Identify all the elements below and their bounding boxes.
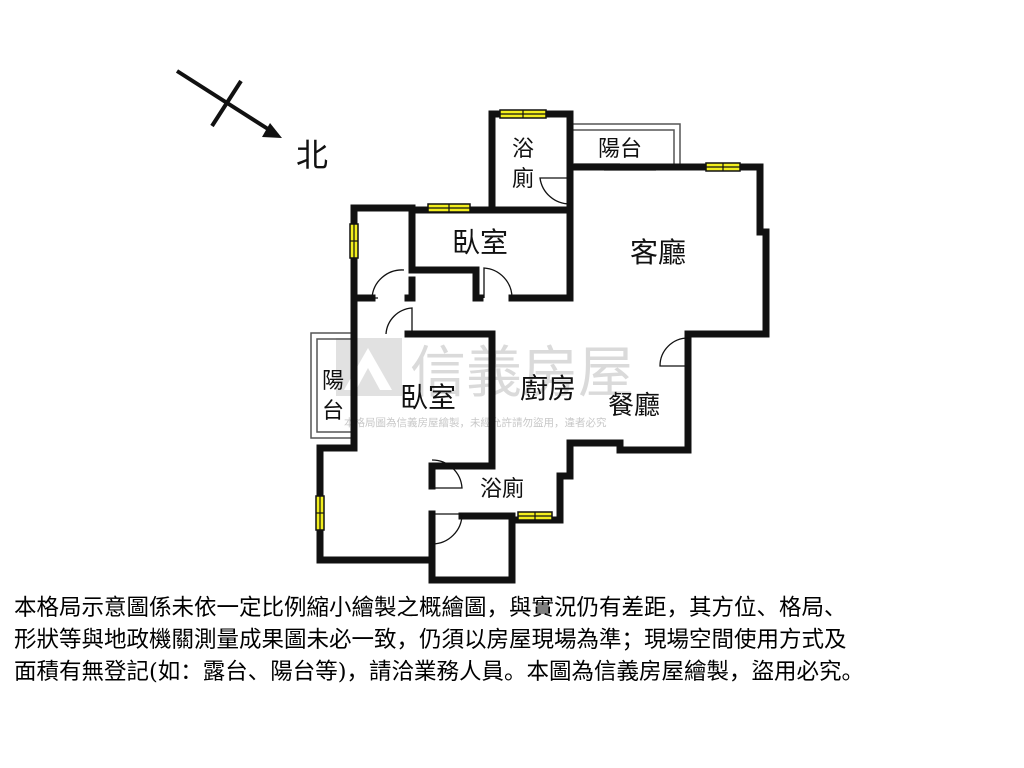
disclaimer-line: 面積有無登記(如：露台、陽台等)，請洽業務人員。本圖為信義房屋繪製，盜用必究。 xyxy=(14,659,865,685)
compass-north-label: 北 xyxy=(296,136,328,174)
door-bedroom-upper xyxy=(483,267,513,299)
room-label-dining: 餐廳 xyxy=(608,391,660,421)
room-label-balcony-top: 陽台 xyxy=(598,137,642,162)
compass-arrow-shaft xyxy=(175,69,270,131)
disclaimer: 本格局示意圖係未依一定比例縮小繪製之概繪圖，與實況仍有差距，其方位、格局、 形狀… xyxy=(14,592,1014,688)
doors xyxy=(371,177,689,545)
room-label-balcony-left-1: 陽 xyxy=(322,369,344,394)
corridor-wall-2 xyxy=(404,276,416,302)
compass-arrow-head xyxy=(262,123,282,138)
watermark-notice: 本格局圖為信義房屋繪製，未經允許請勿盜用，違者必究 xyxy=(344,416,607,429)
room-label-bath-top-2: 廁 xyxy=(512,167,534,192)
window-sashes xyxy=(316,110,740,530)
door-bath-bottom-2 xyxy=(431,513,463,545)
room-label-bath-bottom: 浴廁 xyxy=(480,477,524,502)
disclaimer-line: 本格局示意圖係未依一定比例縮小繪製之概繪圖，與實況仍有差距，其方位、格局、 xyxy=(14,595,847,621)
room-label-bedroom-upper: 臥室 xyxy=(452,226,508,259)
door-bath-top xyxy=(539,177,571,205)
compass: 北 xyxy=(175,69,328,174)
room-labels: 浴 廁 陽台 臥室 客廳 陽 台 臥室 廚房 餐廳 浴廁 xyxy=(322,137,686,502)
balcony-left-inner xyxy=(316,338,354,433)
compass-crossbar xyxy=(210,79,243,128)
disclaimer-line: 形狀等與地政機關測量成果圖未必一致，仍須以房屋現場為準；現場空間使用方式及 xyxy=(14,627,847,653)
watermark: 信義房屋 本格局圖為信義房屋繪製，未經允許請勿盜用，違者必究 xyxy=(336,338,634,429)
room-label-living: 客廳 xyxy=(630,236,686,269)
door-dining xyxy=(659,337,689,367)
room-label-balcony-left-2: 台 xyxy=(322,399,344,424)
balcony-left-outline xyxy=(310,332,354,439)
door-bath-bottom-1 xyxy=(431,459,463,489)
room-label-bedroom-lower: 臥室 xyxy=(400,381,456,414)
watermark-brand: 信義房屋 xyxy=(410,341,634,406)
bedroom-lower-wall xyxy=(404,330,496,490)
sliding-door xyxy=(574,163,656,171)
bedroom-upper-wall xyxy=(408,206,574,302)
balcony-top-inner xyxy=(570,129,675,167)
bath-bottom-top-wall xyxy=(458,512,516,524)
door-bedroom-lower xyxy=(385,307,413,335)
room-label-bath-top-1: 浴 xyxy=(512,137,534,162)
bedroom-upper-left-wall xyxy=(408,206,484,302)
floor-plan: 北 信義房屋 本格局圖為信義房屋繪製，未經允許請勿盜用，違者必究 xyxy=(175,69,770,584)
room-label-kitchen: 廚房 xyxy=(520,372,576,405)
walls xyxy=(316,110,770,584)
outer-wall xyxy=(316,110,770,584)
door-corridor xyxy=(371,269,405,299)
